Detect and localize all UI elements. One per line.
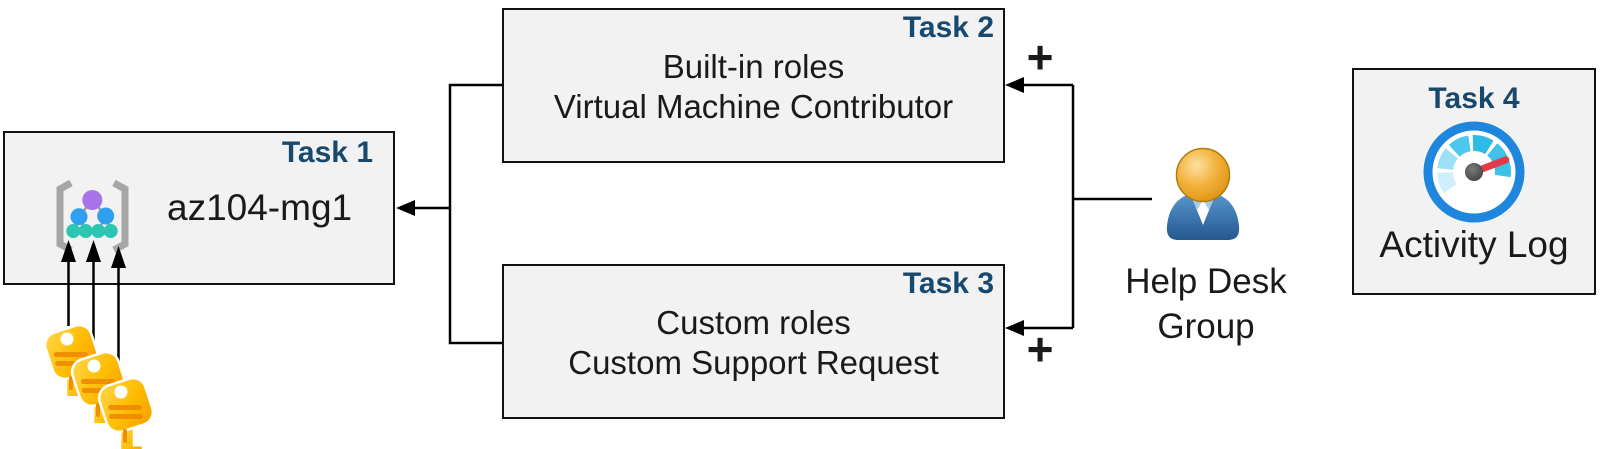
help-desk-group-line2: Group [1157,307,1255,346]
task2-box: Task 2 Built-in roles Virtual Machine Co… [502,8,1005,163]
plus-sign-task3: + [1026,323,1054,376]
task2-line2: Virtual Machine Contributor [553,88,954,125]
management-group-icon [56,179,129,254]
task1-label: az104-mg1 [167,187,353,228]
task1-box: Task 1 az104-mg1 [3,131,395,285]
task2-badge: Task 2 [902,11,994,44]
task3-box: Task 3 Custom roles Custom Support Reque… [502,264,1005,419]
activity-log-gauge-icon [1422,120,1526,224]
task3-text: Custom roles Custom Support Request [504,303,1003,383]
task2-text: Built-in roles Virtual Machine Contribut… [504,47,1003,127]
task2-line1: Built-in roles [662,48,845,85]
task4-badge: Task 4 [1428,82,1520,115]
task1-badge: Task 1 [281,136,373,169]
task3-line1: Custom roles [656,304,851,341]
help-desk-group-label: Help Desk Group [1120,259,1292,349]
help-desk-group-line1: Help Desk [1125,262,1287,301]
task3-badge: Task 3 [902,267,994,300]
task4-label: Activity Log [1379,224,1569,265]
key-icon-3 [94,373,158,449]
user-icon [1159,147,1246,245]
plus-sign-task2: + [1026,31,1054,84]
task3-line2: Custom Support Request [568,344,939,381]
task4-box: Task 4 Activity Log [1352,68,1596,295]
